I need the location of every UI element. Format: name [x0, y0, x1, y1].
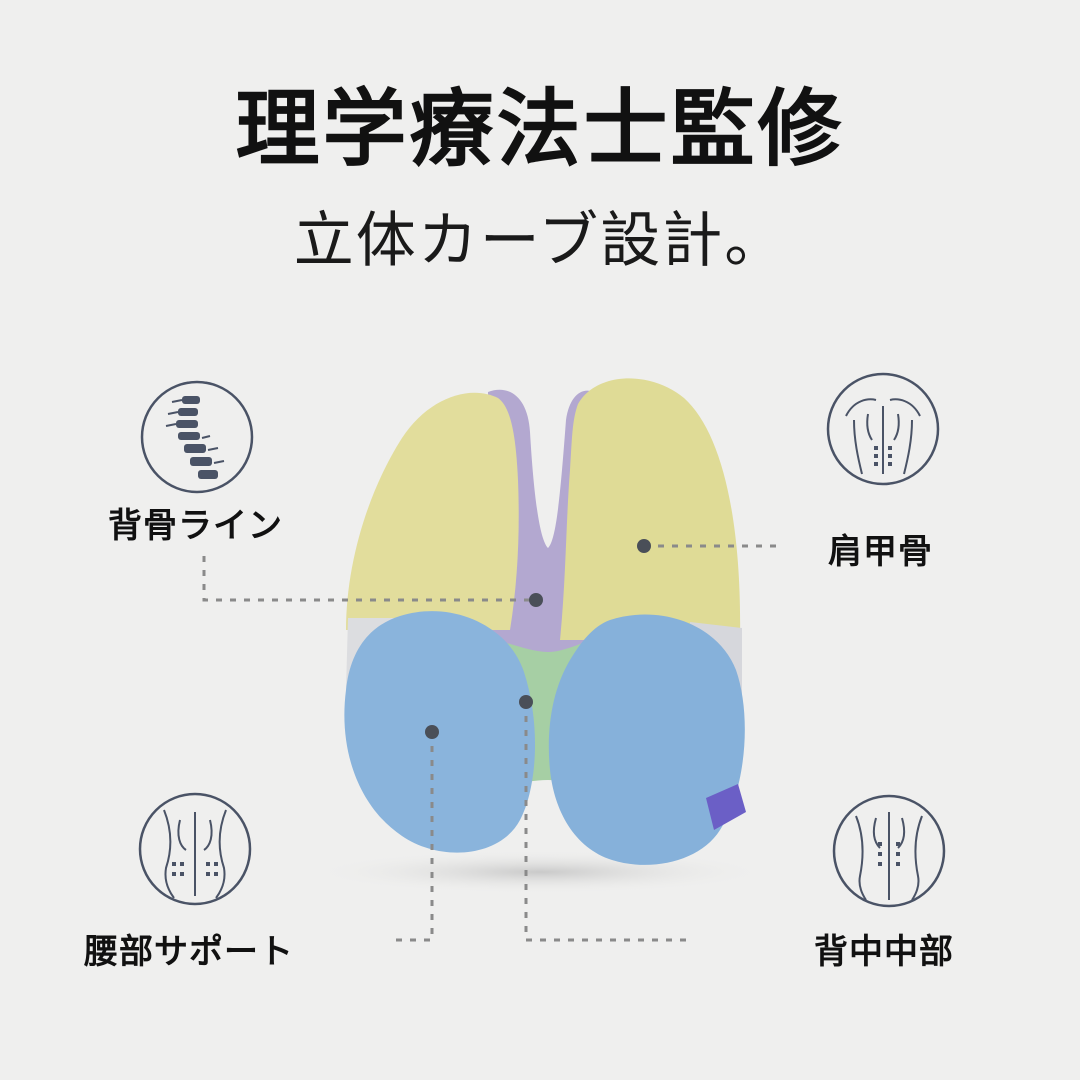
marker-dot-spine — [529, 593, 543, 607]
leader-line-spine — [202, 556, 534, 602]
pillow-left-lobe — [344, 611, 536, 853]
lower-back-icon — [136, 790, 254, 912]
brand-tag — [706, 784, 746, 830]
leader-line-midback — [524, 702, 686, 942]
mid-back-icon — [830, 792, 948, 914]
marker-dot-scapula — [637, 539, 651, 553]
pillow-left-wing — [346, 392, 519, 630]
label-mid-back: 背中中部 — [814, 932, 954, 972]
marker-dot-lumbar — [425, 725, 439, 739]
spine-icon — [138, 378, 256, 500]
pillow-right-lobe — [548, 614, 745, 865]
label-lumbar-support: 腰部サポート — [84, 932, 294, 972]
label-shoulder-blade: 肩甲骨 — [828, 532, 933, 572]
leader-line-lumbar — [396, 732, 434, 942]
subline: 立体カーブ設計。 — [293, 206, 787, 276]
pillow-right-wing — [560, 378, 741, 640]
headline: 理学療法士監修 — [235, 80, 845, 178]
label-spine-line: 背骨ライン — [108, 506, 283, 546]
marker-dot-midback — [519, 695, 533, 709]
back-scapula-icon — [824, 370, 942, 492]
